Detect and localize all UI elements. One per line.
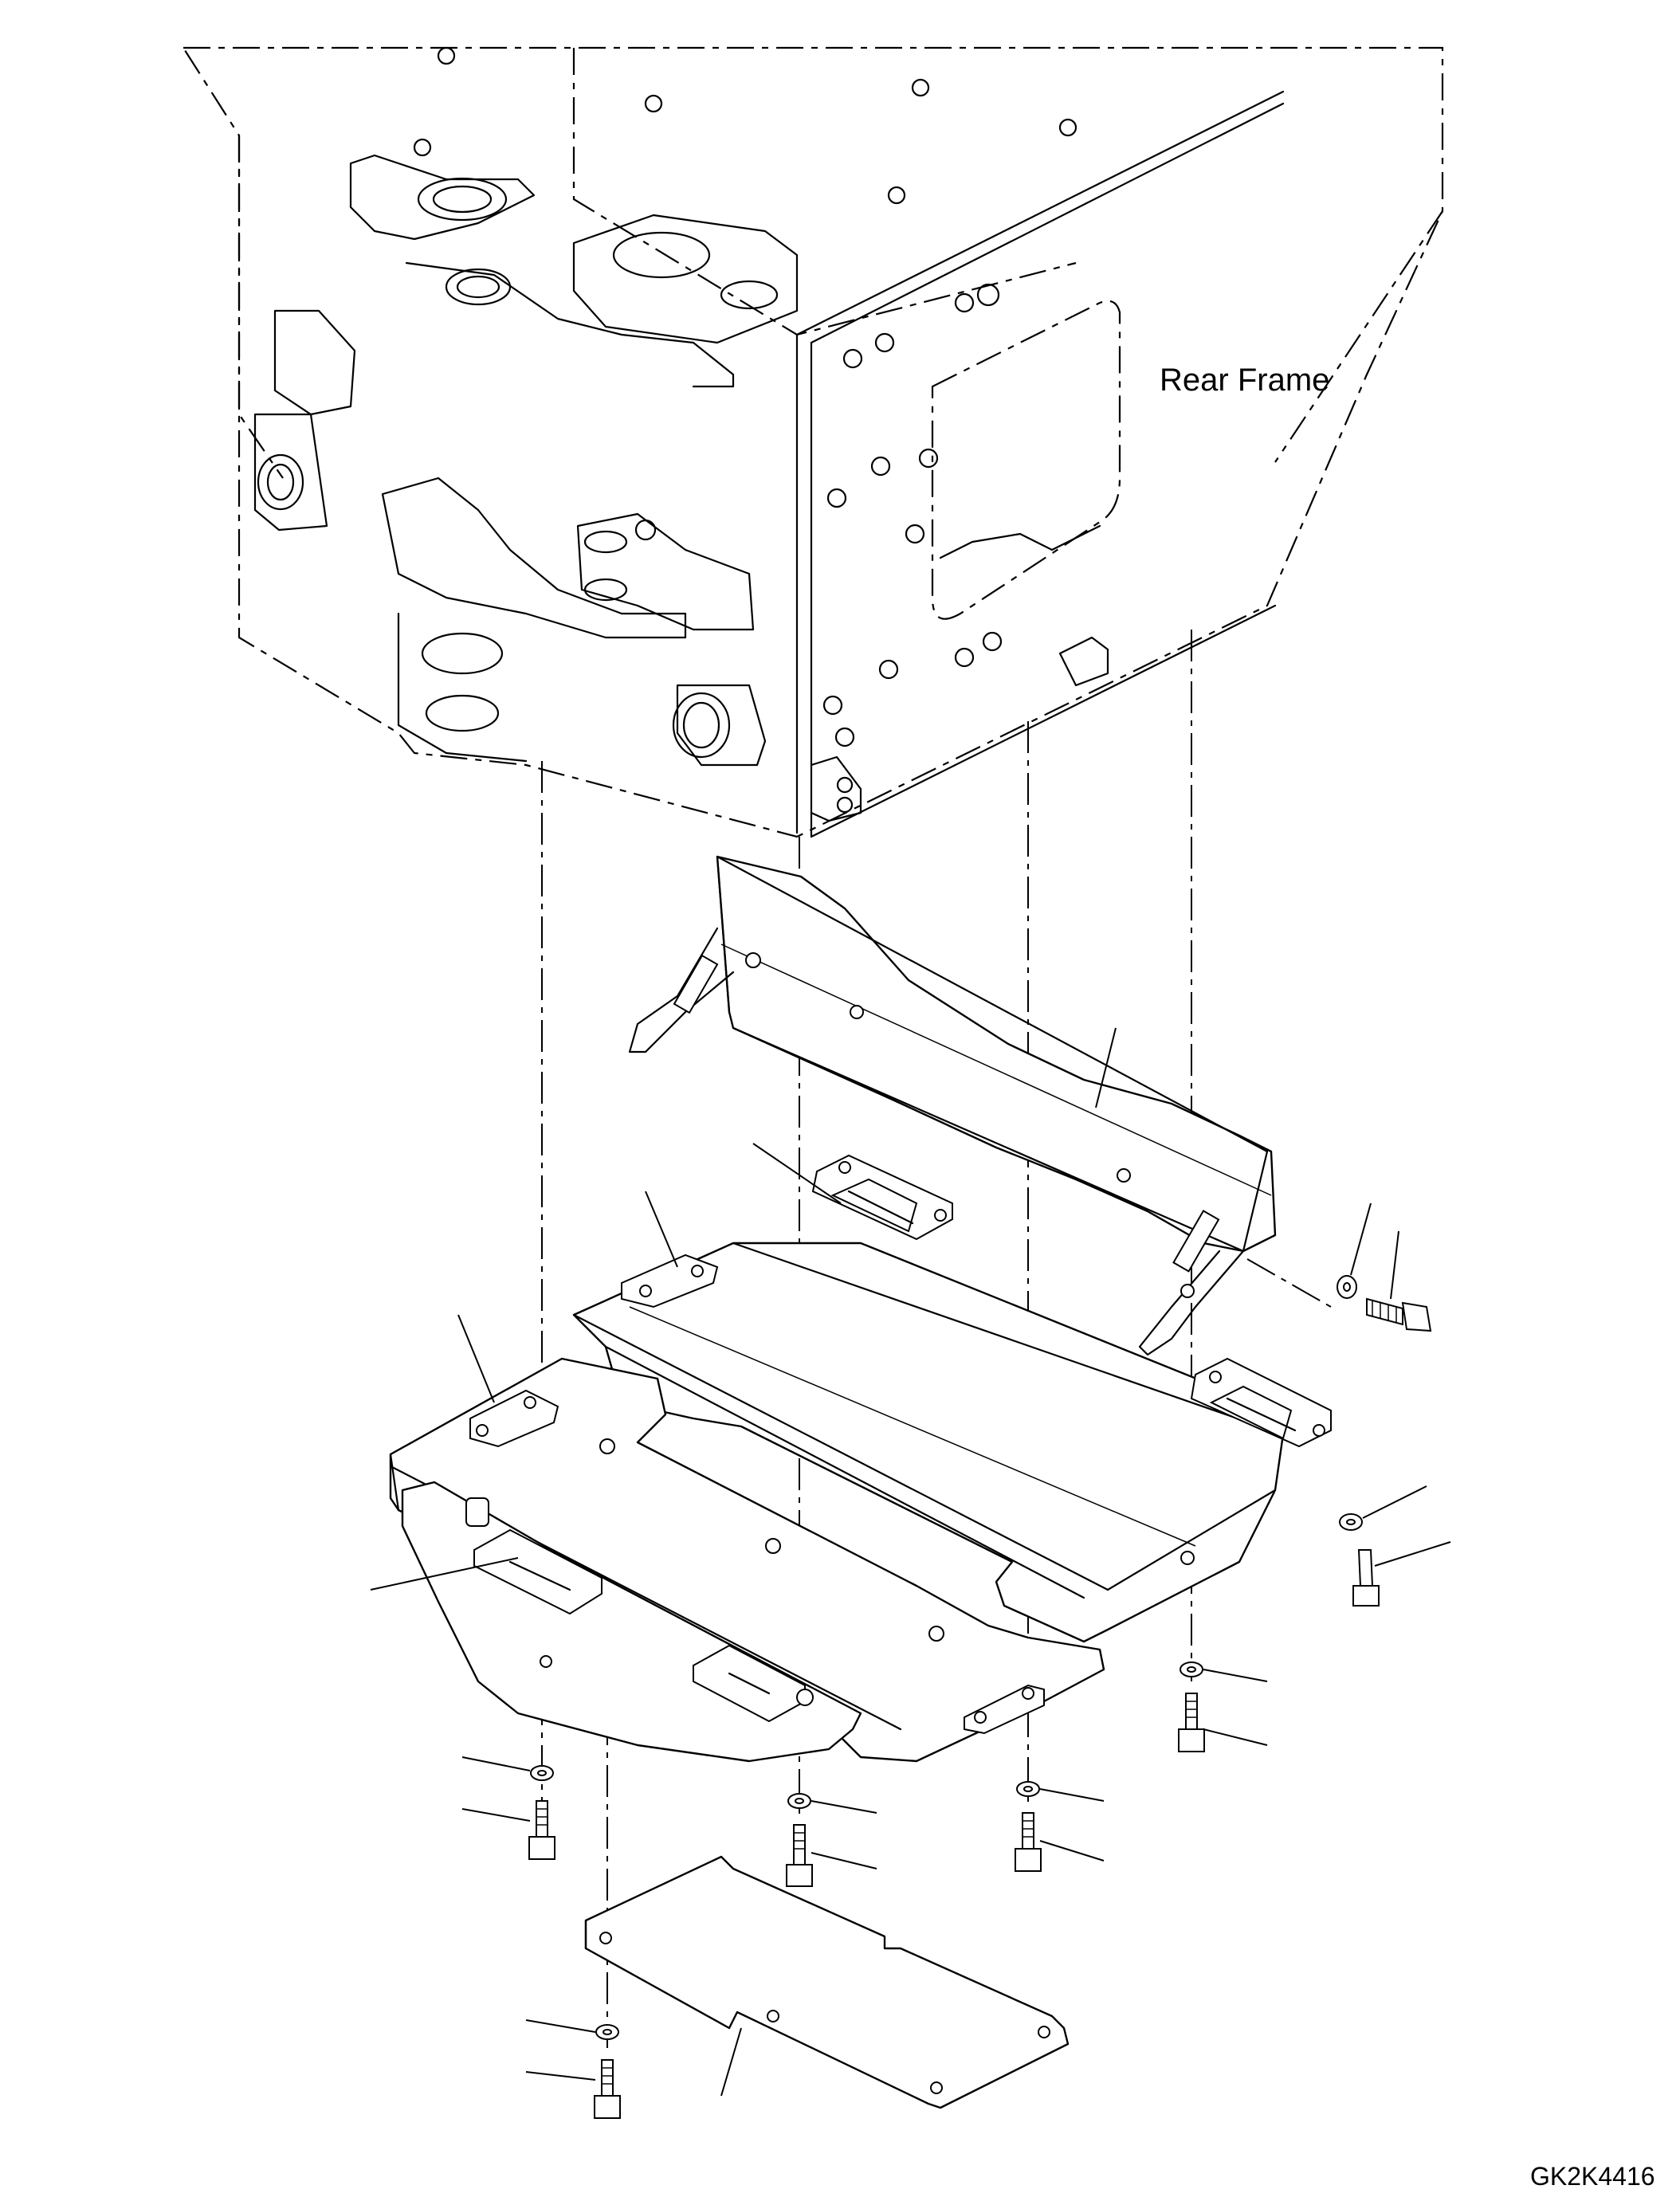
bolt-axis-b bbox=[786, 1824, 813, 1887]
hinge-right bbox=[1190, 1357, 1332, 1448]
washer-axis-e bbox=[595, 2024, 619, 2040]
washer-axis-b bbox=[787, 1793, 811, 1809]
rear-frame: Rear Frame bbox=[181, 46, 1444, 838]
washer-right-upper bbox=[1337, 1275, 1357, 1299]
bolt-axis-a bbox=[528, 1800, 555, 1860]
washer-axis-a bbox=[530, 1765, 554, 1781]
fasteners bbox=[528, 1275, 1432, 2119]
bolt-right-upper bbox=[1366, 1297, 1432, 1332]
washer-right-lower bbox=[1339, 1513, 1363, 1531]
bottom-cover-plate bbox=[584, 1855, 1070, 2109]
bolt-right-lower bbox=[1352, 1549, 1380, 1607]
drawing-code: GK2K4416 bbox=[1530, 2162, 1655, 2191]
bolt-axis-e bbox=[594, 2059, 621, 2119]
rear-frame-label: Rear Frame bbox=[1160, 363, 1329, 398]
washer-axis-d bbox=[1180, 1661, 1203, 1677]
lower-guard-plate bbox=[389, 1357, 1105, 1763]
bolt-axis-c bbox=[1015, 1812, 1042, 1872]
leader-lines bbox=[370, 1027, 1451, 2097]
frame-nuts bbox=[413, 46, 1077, 747]
bolt-axis-d bbox=[1178, 1693, 1205, 1752]
washer-axis-c bbox=[1016, 1781, 1040, 1797]
hinge-upper bbox=[811, 1154, 953, 1241]
middle-guard-plate bbox=[572, 1154, 1332, 1643]
upper-guard-cover bbox=[628, 855, 1277, 1356]
